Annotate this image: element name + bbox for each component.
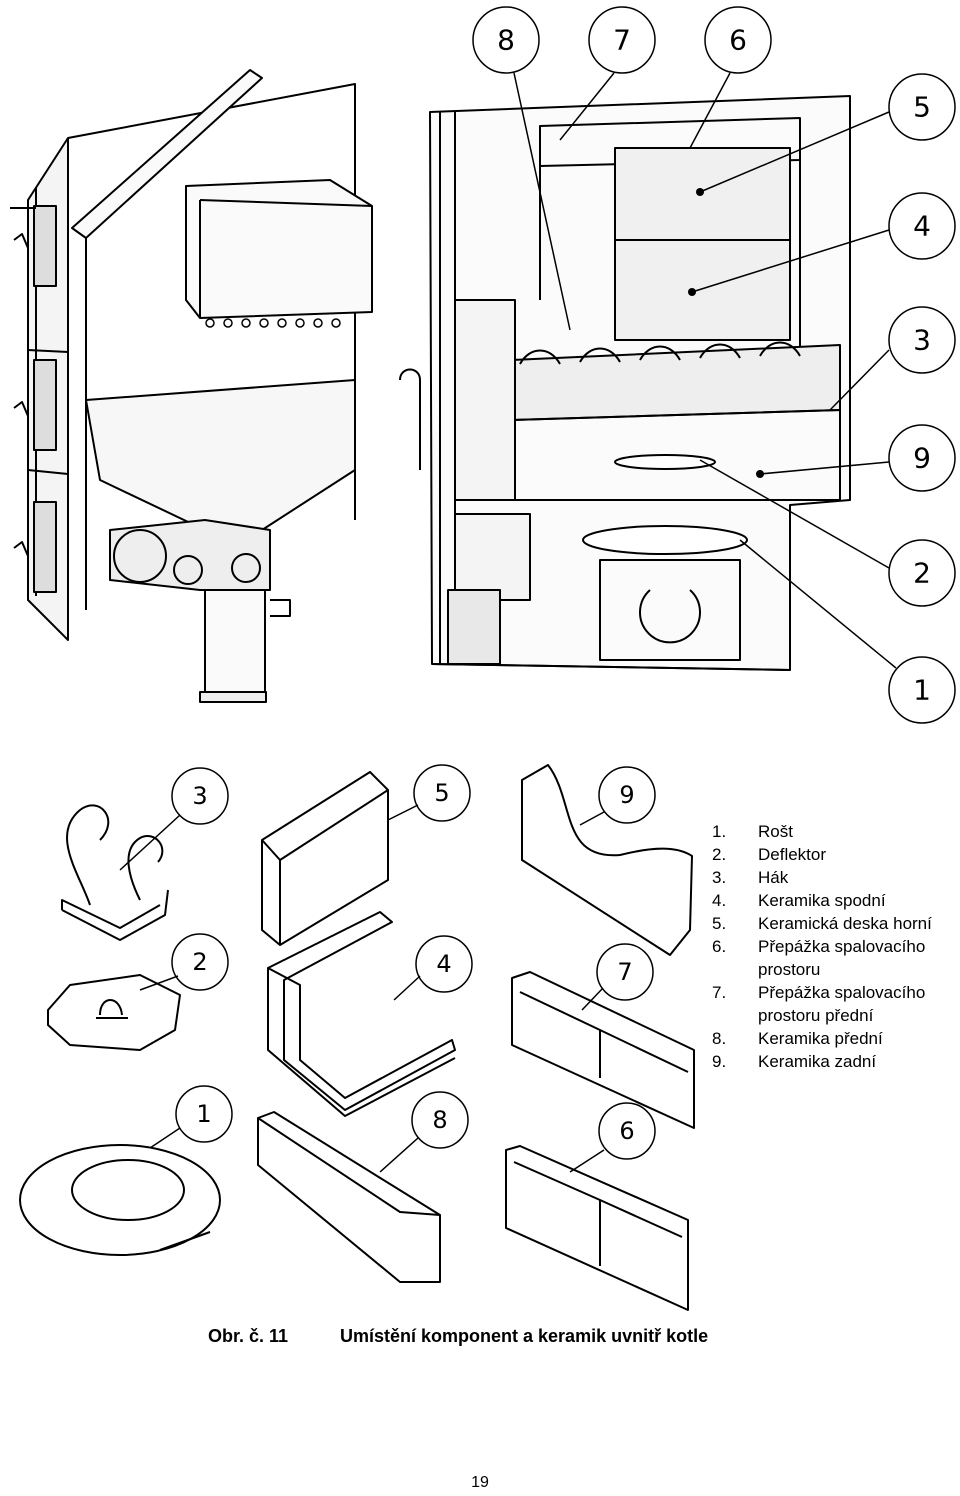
- callout-bottom-7-label: 7: [617, 958, 632, 986]
- callout-top-6: [704, 6, 772, 74]
- callout-bottom-9: [598, 766, 656, 824]
- legend-text: Keramická deska horní: [758, 914, 932, 933]
- legend-num: 4.: [712, 891, 727, 910]
- legend-item: 6. Přepážka spalovacího prostoru: [712, 935, 957, 981]
- boiler-components-diagram: 8 7 6 5 4 3 9 2 1 3 5 9 2 4 7 1 8 6: [10, 6, 956, 1311]
- exploded-components: [19, 764, 695, 1311]
- boiler-exterior-drawing: [10, 69, 373, 703]
- boiler-section-drawing: [399, 95, 851, 671]
- callout-bottom-4-label: 4: [436, 950, 451, 978]
- callout-bottom-1-label: 1: [196, 1100, 211, 1128]
- bottom-callouts: [119, 764, 656, 1173]
- legend-text: Přepážka spalovacího prostoru: [758, 937, 926, 979]
- callout-labels: 8 7 6 5 4 3 9 2 1 3 5 9 2 4 7 1 8 6: [192, 24, 931, 1146]
- callout-top-5-label: 5: [913, 91, 931, 124]
- callout-top-8-label: 8: [497, 24, 515, 57]
- callout-top-9-label: 9: [913, 442, 931, 475]
- legend-num: 2.: [712, 845, 727, 864]
- legend-num: 3.: [712, 868, 727, 887]
- grate-part: [19, 1144, 221, 1256]
- callout-bottom-3: [171, 767, 229, 825]
- callout-top-2: [888, 539, 956, 607]
- bottom-ceramic-part: [267, 911, 456, 1111]
- legend-text: Přepážka spalovacího prostoru přední: [758, 983, 926, 1025]
- callout-top-4-label: 4: [913, 210, 931, 243]
- legend-text: Hák: [758, 868, 789, 887]
- callout-bottom-5: [413, 764, 471, 822]
- legend-text: Keramika zadní: [758, 1052, 877, 1071]
- legend-item: 2. Deflektor: [712, 843, 957, 866]
- legend-item: 7. Přepážka spalovacího prostoru přední: [712, 981, 957, 1027]
- front-partition-part: [511, 971, 695, 1129]
- legend-num: 9.: [712, 1052, 727, 1071]
- legend-num: 8.: [712, 1029, 727, 1048]
- callout-top-7-label: 7: [613, 24, 631, 57]
- components-legend: 1. Rošt 2. Deflektor 3. Hák 4. Keramika spod…: [712, 820, 957, 1073]
- callout-bottom-6: [598, 1102, 656, 1160]
- legend-num: 7.: [712, 983, 727, 1002]
- top-ceramic-part: [261, 771, 389, 946]
- callout-bottom-8: [411, 1091, 469, 1149]
- deflector-part: [47, 974, 181, 1051]
- callout-bottom-5-label: 5: [434, 779, 449, 807]
- legend-item: 3. Hák: [712, 866, 957, 889]
- callout-bottom-2-label: 2: [192, 948, 207, 976]
- callout-top-1-label: 1: [913, 674, 931, 707]
- callout-top-2-label: 2: [913, 557, 931, 590]
- legend-num: 5.: [712, 914, 727, 933]
- callout-top-5: [888, 73, 956, 141]
- callout-bottom-7: [596, 943, 654, 1001]
- callout-bottom-8-label: 8: [432, 1106, 447, 1134]
- callout-top-3-label: 3: [913, 324, 931, 357]
- top-callouts: [472, 6, 956, 724]
- callout-top-3: [888, 306, 956, 374]
- back-ceramic-part: [521, 764, 693, 956]
- legend-text: Deflektor: [758, 845, 827, 864]
- legend-item: 5. Keramická deska horní: [712, 912, 957, 935]
- legend-num: 6.: [712, 937, 727, 956]
- legend-item: 8. Keramika přední: [712, 1027, 957, 1050]
- callout-top-6-label: 6: [729, 24, 747, 57]
- callout-bottom-4: [415, 935, 473, 993]
- legend-item: 4. Keramika spodní: [712, 889, 957, 912]
- figure-title: Umístění komponent a keramik uvnitř kotl…: [340, 1326, 709, 1346]
- legend-num: 1.: [712, 822, 727, 841]
- legend-item: 1. Rošt: [712, 820, 957, 843]
- callout-top-1: [888, 656, 956, 724]
- legend-text: Keramika spodní: [758, 891, 886, 910]
- page-number: 19: [471, 1474, 489, 1491]
- front-ceramic-part: [257, 1117, 441, 1283]
- callout-top-4: [888, 192, 956, 260]
- legend-text: Keramika přední: [758, 1029, 883, 1048]
- legend-text: Rošt: [758, 822, 793, 841]
- hook-part: [61, 804, 169, 941]
- callout-bottom-1: [175, 1085, 233, 1143]
- callout-bottom-6-label: 6: [619, 1117, 634, 1145]
- figure-label: Obr. č. 11: [208, 1326, 289, 1346]
- callout-top-7: [588, 6, 656, 74]
- partition-part: [505, 1145, 689, 1311]
- callout-bottom-2: [171, 933, 229, 991]
- legend-item: 9. Keramika zadní: [712, 1050, 957, 1073]
- callout-bottom-3-label: 3: [192, 782, 207, 810]
- callout-top-8: [472, 6, 540, 74]
- callout-bottom-9-label: 9: [619, 781, 634, 809]
- callout-top-9: [888, 424, 956, 492]
